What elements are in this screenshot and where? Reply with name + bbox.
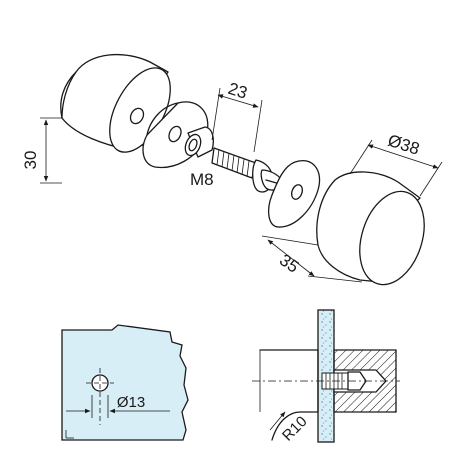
right-cylinder <box>316 171 425 286</box>
thread-label: M8 <box>190 170 214 189</box>
dim-height: 30 <box>21 117 62 184</box>
right-washer <box>267 160 321 228</box>
dim-depth-label: 35 <box>276 250 302 276</box>
bushing-sleeve <box>184 126 214 158</box>
dim-diameter-label: Ø38 <box>385 131 421 159</box>
dim-radius-label: R10 <box>279 413 310 444</box>
section-view: R10 <box>252 309 400 445</box>
dim-length: 23 <box>211 79 263 153</box>
dim-hole-label: Ø13 <box>117 394 145 411</box>
mounting-hole <box>129 107 145 125</box>
glass-hole-detail: Ø13 <box>61 324 189 441</box>
dim-length-label: 23 <box>226 79 250 103</box>
glass-panel <box>61 324 189 441</box>
glass-hole <box>91 374 109 392</box>
threaded-bolt <box>211 147 283 193</box>
dim-height-label: 30 <box>21 151 40 170</box>
